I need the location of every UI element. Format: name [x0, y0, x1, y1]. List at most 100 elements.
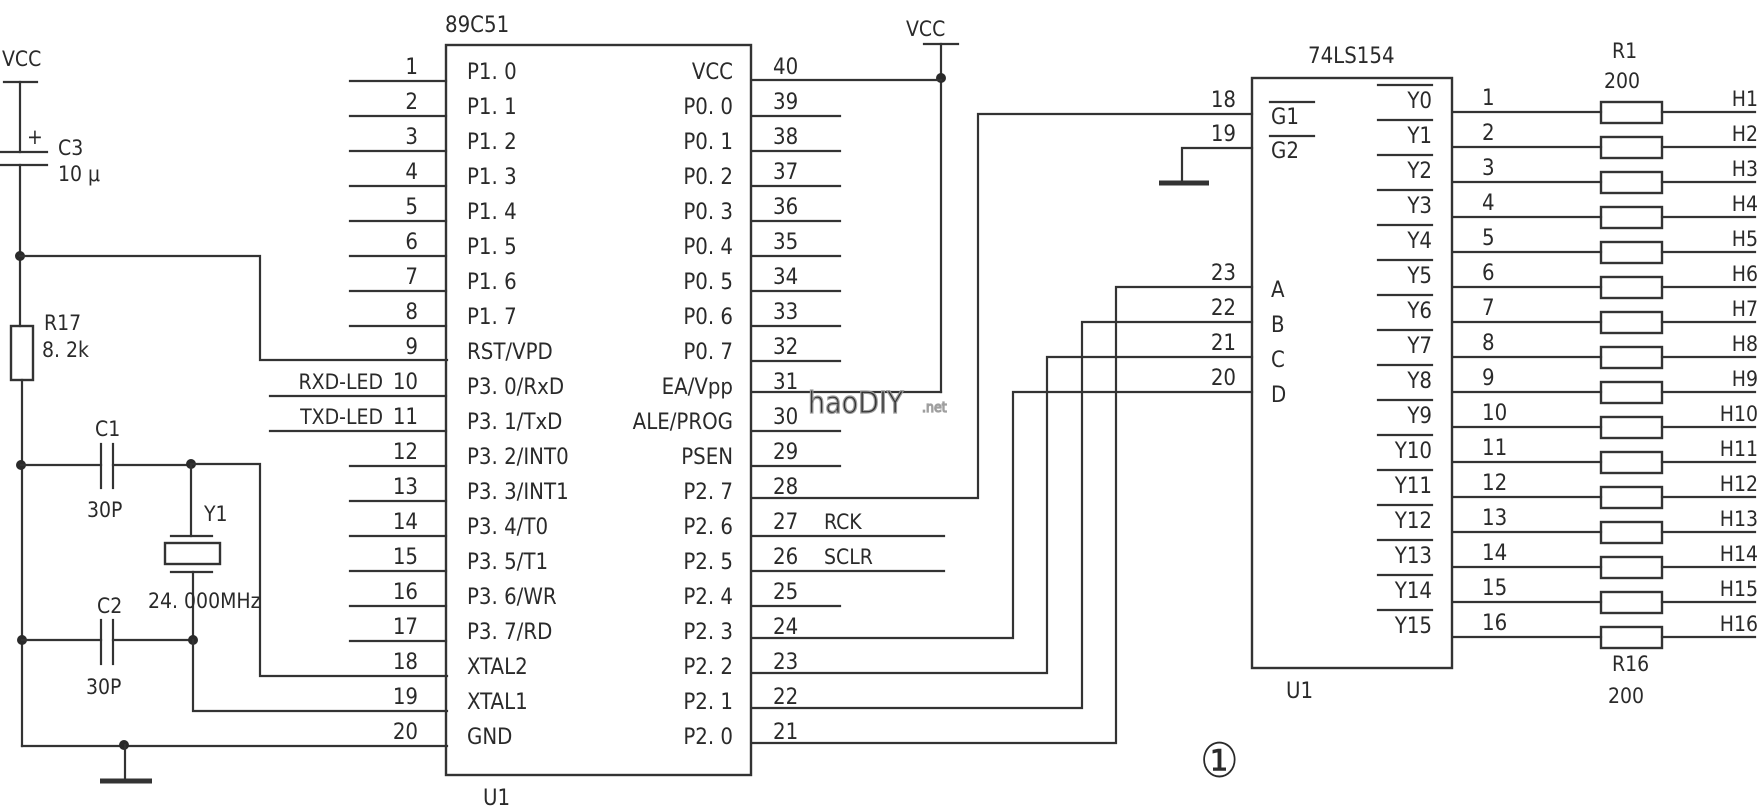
mcu-pin-name: P1. 3 [467, 165, 517, 190]
decoder-pin-name: A [1271, 278, 1285, 303]
output-net-label: H9 [1732, 367, 1758, 391]
mcu-pin-name: P2. 4 [683, 585, 733, 610]
output-net-label: H6 [1732, 262, 1758, 286]
mcu-pin-name: P2. 6 [683, 515, 733, 540]
decoder-output-y8: Y8 [1376, 363, 1434, 394]
decoder-input-a: 23A [1211, 261, 1285, 303]
mcu-pin-name: P0. 2 [683, 165, 733, 190]
decoder-output-name: Y0 [1406, 89, 1432, 114]
interconnect-wires: VCC [751, 17, 1254, 745]
mcu-pin-number: 33 [773, 300, 798, 325]
wire-p27-to-g1 [751, 112, 1254, 500]
mcu-pin-number: 26 [773, 545, 798, 570]
mcu-pin-number: 25 [773, 580, 798, 605]
resistor-line-number: 15 [1482, 576, 1507, 601]
watermark-text: haoDIY [808, 386, 904, 421]
output-net-label: H16 [1720, 612, 1758, 636]
mcu-pin-name: P0. 0 [683, 95, 733, 120]
mcu-pin-number: 24 [773, 615, 798, 640]
resistor-body [1599, 555, 1664, 580]
resistor-body [1599, 275, 1664, 300]
mcu-pin-number: 6 [405, 230, 418, 255]
resistor-body [1599, 240, 1664, 265]
decoder-output-name: Y4 [1406, 229, 1432, 254]
mcu-pin-number: 35 [773, 230, 798, 255]
mcu-pin-number: 34 [773, 265, 798, 290]
c1-value: 30P [87, 498, 122, 522]
decoder-pin-number: 20 [1211, 366, 1236, 391]
y1-body [163, 541, 222, 566]
mcu-pin-number: 31 [773, 370, 798, 395]
decoder-output-y13: Y13 [1376, 538, 1434, 569]
resistor-body [1599, 310, 1664, 335]
resistor-line-number: 14 [1482, 541, 1507, 566]
decoder-output-y6: Y6 [1376, 293, 1434, 324]
wire-xtal1-pin19 [191, 638, 449, 713]
mcu-pin-20: 20 GND [393, 720, 513, 750]
capacitor-c2: C2 30P [86, 594, 122, 699]
resistor-body [1599, 345, 1664, 370]
resistor-line-number: 16 [1482, 611, 1507, 636]
left-vcc-label: VCC [2, 47, 41, 71]
mcu-pin-number: 18 [393, 650, 418, 675]
decoder-output-y15: Y15 [1376, 608, 1434, 639]
decoder-output-y1: Y1 [1376, 118, 1434, 149]
mcu-pin-name: P3. 0/RxD [467, 375, 564, 400]
decoder-output-y5: Y5 [1376, 258, 1434, 289]
mcu-pin-number: 37 [773, 160, 798, 185]
mcu-pin-name: RST/VPD [467, 340, 553, 365]
mcu-part-label: 89C51 [445, 13, 509, 38]
mcu-pin-number: 39 [773, 90, 798, 115]
mcu-pin-name: P2. 7 [683, 480, 733, 505]
mcu-pin-number: 8 [405, 300, 418, 325]
decoder-ref-label: U1 [1286, 679, 1313, 704]
mcu-pin-number: 15 [393, 545, 418, 570]
resistor-line-number: 12 [1482, 471, 1507, 496]
r17-value: 8. 2k [42, 338, 89, 362]
mcu-pin-number: 1 [405, 55, 418, 80]
mcu-pin-name: P1. 1 [467, 95, 517, 120]
mcu-pin-number: 11 [393, 405, 418, 430]
mcu-pin-name: GND [467, 725, 512, 750]
mcu-pin-number: 20 [393, 720, 418, 745]
mcu-pin-name: P0. 3 [683, 200, 733, 225]
resistor-line-number: 13 [1482, 506, 1507, 531]
mcu-pin-net-label: SCLR [824, 545, 873, 569]
wire-p23-to-d [751, 390, 1254, 640]
mcu-pin-number: 12 [393, 440, 418, 465]
resistor-body [1599, 205, 1664, 230]
decoder-output-name: Y2 [1406, 159, 1432, 184]
decoder-output-name: Y9 [1406, 404, 1432, 429]
decoder-output-name: Y12 [1394, 509, 1432, 534]
watermark: haoDIY .net [807, 385, 947, 421]
decoder-pin-number: 23 [1211, 261, 1236, 286]
mcu-pin-name: P1. 5 [467, 235, 517, 260]
mcu-body [444, 43, 753, 777]
output-net-label: H13 [1720, 507, 1758, 531]
decoder-output-name: Y3 [1406, 194, 1432, 219]
mcu-pin-name: P1. 2 [467, 130, 517, 155]
decoder-output-name: Y6 [1406, 299, 1432, 324]
